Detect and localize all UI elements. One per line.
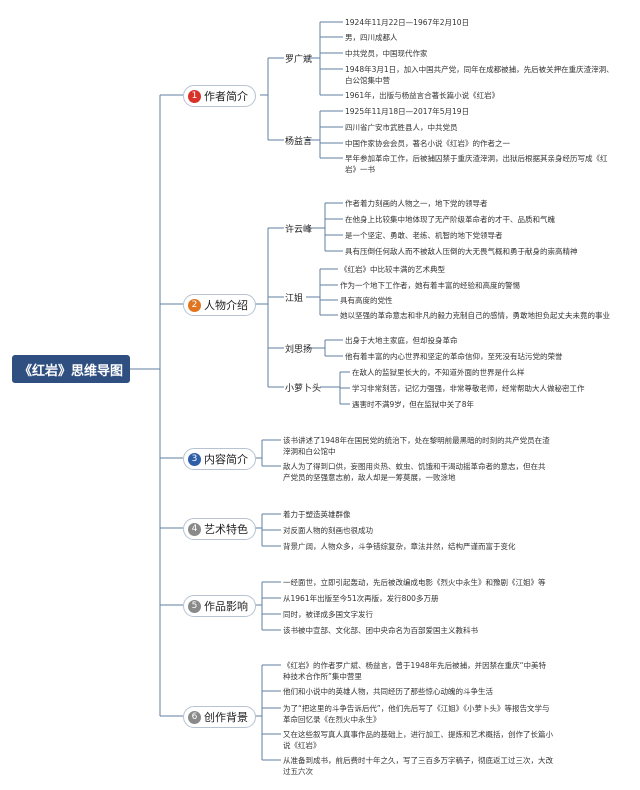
number-badge: 2 <box>188 298 201 312</box>
branch-label: 创作背景 <box>204 711 248 724</box>
character-xu[interactable]: 许云峰 <box>285 225 313 235</box>
root-node[interactable]: 《红岩》思维导图 <box>12 355 130 383</box>
leaf-text: 该书讲述了1948年在国民党的统治下，处在黎明前最黑暗的时刻的共产党员在渣滓洞和… <box>283 436 550 456</box>
number-badge: 3 <box>188 452 201 466</box>
leaf-text: 从准备到成书，前后费时十年之久，写了三百多万字稿子，彻底返工过三次，大改过五六次 <box>283 756 553 776</box>
leaf-text: 从1961年出版至今51次再版，发行800多万册 <box>283 594 439 603</box>
branch-label: 内容简介 <box>204 453 248 466</box>
leaf-text: 着力于塑造英雄群像 <box>283 510 351 519</box>
branch-label: 作者简介 <box>204 90 248 103</box>
leaf-text: 又在这些叙写真人真事作品的基础上，进行加工、提炼和艺术概括，创作了长篇小说《红岩… <box>283 730 553 750</box>
leaf-text: 早年参加革命工作，后被捕囚禁于重庆渣滓洞，出狱后根据其亲身经历写成《红岩》一书 <box>345 154 608 174</box>
number-badge: 5 <box>188 599 201 613</box>
number-badge: 6 <box>188 710 201 724</box>
leaf-text: 作者着力刻画的人物之一，地下党的领导者 <box>345 199 488 208</box>
character-liu[interactable]: 刘思扬 <box>285 345 313 355</box>
leaf-text: 出身于大地主家庭，但却投身革命 <box>345 336 458 345</box>
leaf-text: 男，四川成都人 <box>345 33 398 42</box>
leaf-text: 1961年，出版与杨益言合著长篇小说《红岩》 <box>345 91 500 100</box>
branch-characters[interactable]: 2 人物介绍 <box>183 294 256 316</box>
leaf-text: 在敌人的监狱里长大的，不知道外面的世界是什么样 <box>352 368 525 377</box>
branch-background[interactable]: 6 创作背景 <box>183 706 256 728</box>
branch-impact[interactable]: 5 作品影响 <box>183 595 256 617</box>
leaf-text: 是一个坚定、勇敢、老练、机智的地下党领导者 <box>345 231 503 240</box>
leaf-text: 《红岩》中比较丰满的艺术典型 <box>340 265 445 274</box>
leaf-text: 学习非常刻苦，记忆力强强，非常尊敬老师，经常帮助大人做秘密工作 <box>352 384 585 393</box>
leaf-text: 他有着丰富的内心世界和坚定的革命信仰，至死没有玷污党的荣誉 <box>345 352 563 361</box>
leaf-text: 具有压倒任何敌人而不被敌人压倒的大无畏气概和勇于献身的崇高精神 <box>345 247 578 256</box>
leaf-text: 中国作家协会会员，著名小说《红岩》的作者之一 <box>345 139 510 148</box>
leaf-text: 她以坚强的革命意志和非凡的毅力克制自己的感情，勇敢地担负起丈夫未竟的事业 <box>340 311 610 320</box>
leaf-text: 中共党员，中国现代作家 <box>345 49 428 58</box>
leaf-text: 1948年3月1日，加入中国共产党，同年在成都被捕，先后被关押在重庆渣滓洞、白公… <box>345 65 614 85</box>
leaf-text: 四川省广安市武胜县人，中共党员 <box>345 123 458 132</box>
leaf-text: 具有高度的党性 <box>340 296 393 305</box>
branch-author[interactable]: 1 作者简介 <box>183 85 256 107</box>
author-luo[interactable]: 罗广斌 <box>285 55 313 65</box>
number-badge: 4 <box>188 522 201 536</box>
leaf-text: 他们和小说中的英雄人物，共同经历了那些惊心动魄的斗争生活 <box>283 687 493 696</box>
branch-label: 作品影响 <box>204 600 248 613</box>
leaf-text: 1925年11月18日—2017年5月19日 <box>345 107 470 116</box>
leaf-text: 为了“把这里的斗争告诉后代”，他们先后写了《江姐》《小萝卜头》等报告文学与革命回… <box>283 704 550 724</box>
leaf-text: 同时，被译成多国文字发行 <box>283 610 373 619</box>
leaf-text: 作为一个地下工作者，她有着丰富的经验和高度的警惕 <box>340 281 520 290</box>
leaf-text: 该书被中宣部、文化部、团中央命名为百部爱国主义教科书 <box>283 626 478 635</box>
leaf-text: 《红岩》的作者罗广斌、杨益言，曾于1948年先后被捕，并因禁在重庆“中美特种技术… <box>283 661 546 681</box>
leaf-text: 对反面人物的刻画也很成功 <box>283 526 373 535</box>
leaf-text: 一经面世，立即引起轰动，先后被改编成电影《烈火中永生》和豫剧《江姐》等 <box>283 578 546 587</box>
leaf-text: 1924年11月22日—1967年2月10日 <box>345 18 470 27</box>
leaf-text: 遇害时不满9岁，但在监狱中关了8年 <box>352 400 475 409</box>
leaf-text: 背景广阔，人物众多，斗争错综复杂，章法井然，结构严谨而富于变化 <box>283 542 516 551</box>
leaf-text: 敌人为了得到口供，妄图用炎热、蚊虫、饥饿和干渴动摇革命者的意志，但在共产党员的坚… <box>283 462 546 482</box>
number-badge: 1 <box>188 89 201 103</box>
branch-art[interactable]: 4 艺术特色 <box>183 518 256 540</box>
branch-label: 人物介绍 <box>204 299 248 312</box>
leaf-text: 在他身上比较集中地体现了无产阶级革命者的才干、品质和气魄 <box>345 215 555 224</box>
author-yang[interactable]: 杨益言 <box>285 137 313 147</box>
character-jiang[interactable]: 江姐 <box>285 294 304 304</box>
branch-content[interactable]: 3 内容简介 <box>183 448 256 470</box>
character-xiaoluobotou[interactable]: 小萝卜头 <box>285 384 322 394</box>
branch-label: 艺术特色 <box>204 523 248 536</box>
